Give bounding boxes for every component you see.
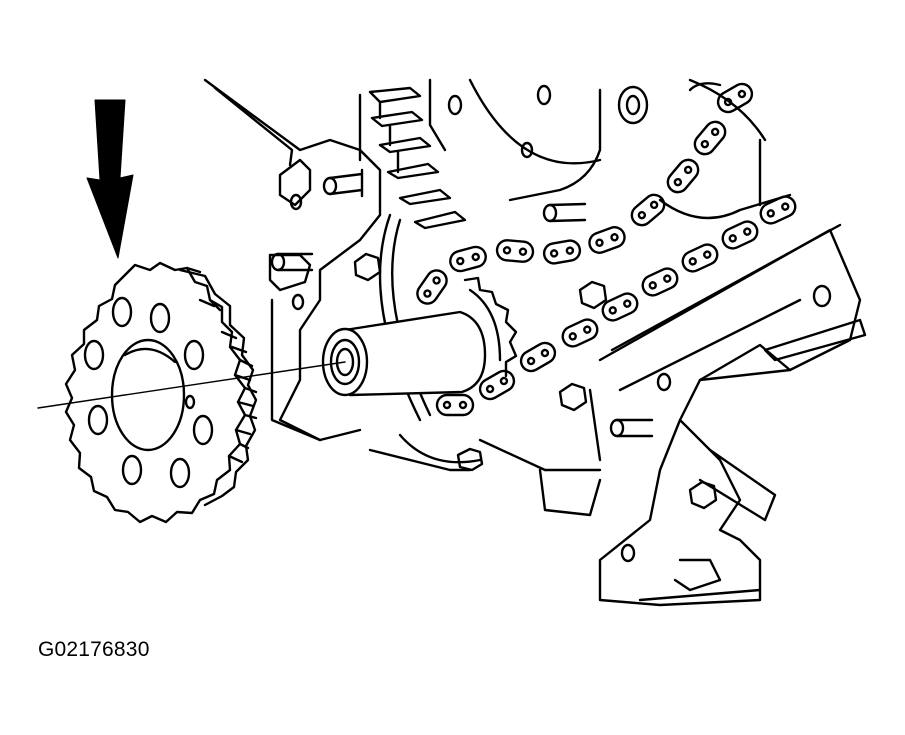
bolts: [353, 252, 718, 510]
chain-guide: [588, 223, 867, 607]
engine-block: [203, 78, 832, 563]
camshaft-sprocket: [64, 261, 258, 524]
pointer-arrow-icon: [86, 99, 134, 259]
figure-id-label: G02176830: [38, 638, 150, 661]
crank-sprocket: [463, 276, 518, 378]
camshaft-sleeve: [321, 310, 487, 397]
timing-chain: [416, 82, 797, 417]
alignment-line: [37, 361, 346, 409]
